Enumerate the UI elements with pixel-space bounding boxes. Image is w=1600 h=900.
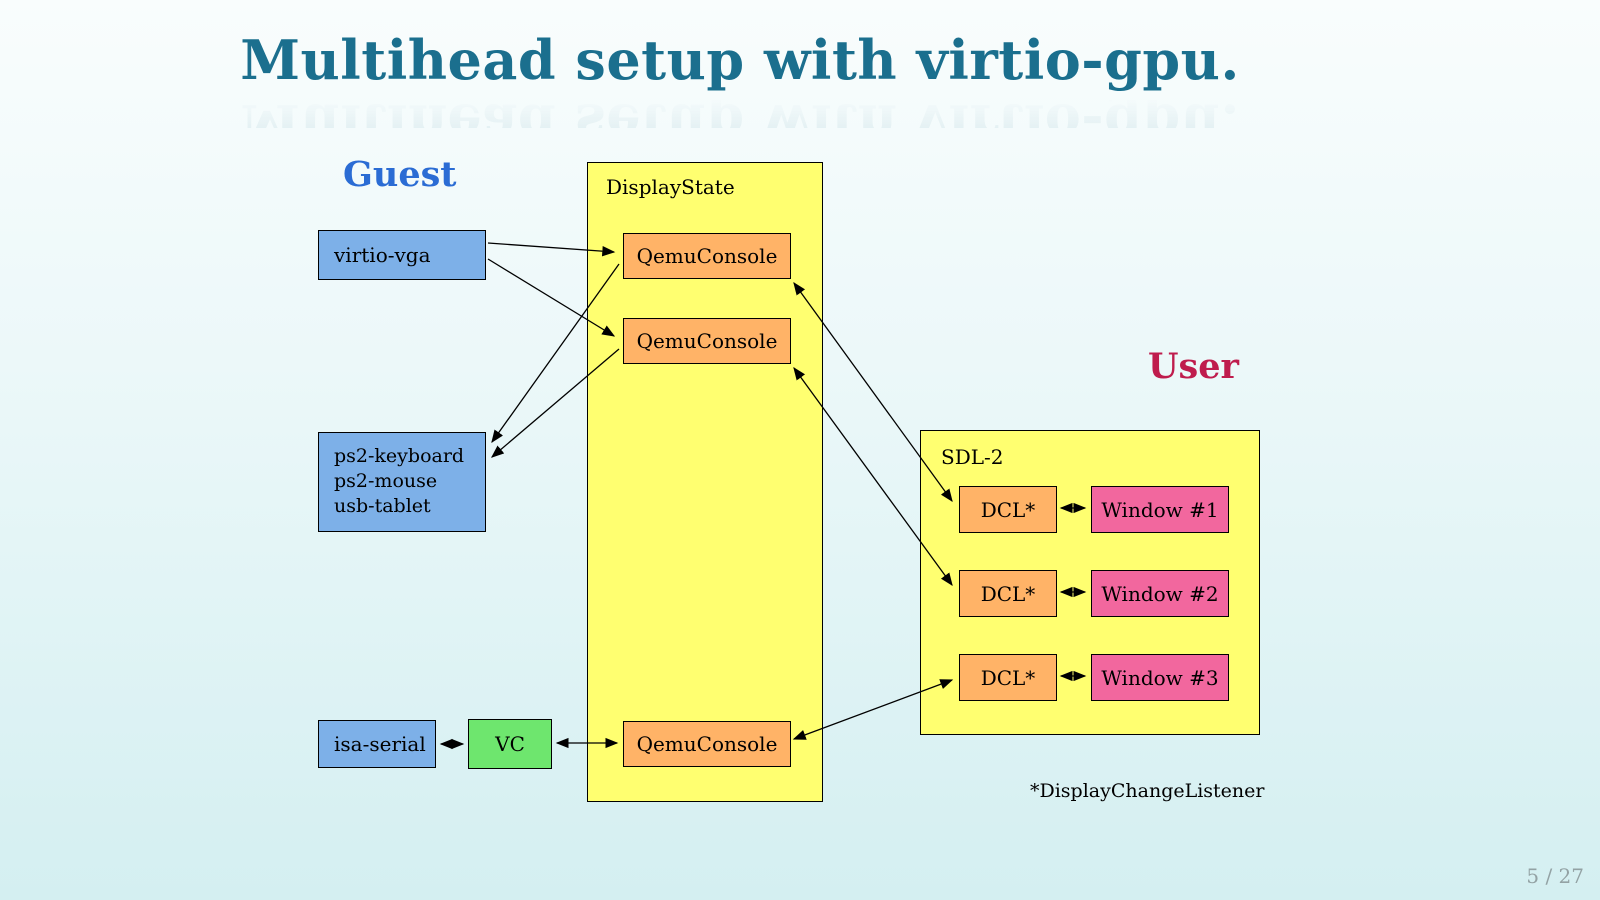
node-window-2: Window #2: [1091, 570, 1229, 617]
node-input-devices: ps2-keyboard ps2-mouse usb-tablet: [318, 432, 486, 532]
node-dcl-1: DCL*: [959, 486, 1057, 533]
footnote-displaychangelistener: *DisplayChangeListener: [1030, 780, 1265, 802]
node-window-3-label: Window #3: [1101, 665, 1219, 690]
node-window-2-label: Window #2: [1101, 581, 1219, 606]
node-qemuconsole-1-label: QemuConsole: [636, 244, 778, 268]
slide-title: Multihead setup with virtio-gpu.: [240, 28, 1240, 92]
input-device-usb-tablet: usb-tablet: [334, 495, 431, 517]
node-dcl-1-label: DCL*: [980, 497, 1036, 522]
node-window-3: Window #3: [1091, 654, 1229, 701]
node-virtio-vga: virtio-vga: [318, 230, 486, 280]
node-dcl-2-label: DCL*: [980, 581, 1036, 606]
node-isa-serial-label: isa-serial: [334, 732, 426, 756]
node-qemuconsole-2: QemuConsole: [623, 318, 791, 364]
page-number: 5 / 27: [1526, 864, 1584, 888]
node-dcl-3: DCL*: [959, 654, 1057, 701]
node-vc: VC: [468, 719, 552, 769]
title-reflection: Multihead setup with virtio-gpu.: [240, 92, 1240, 128]
node-window-1-label: Window #1: [1101, 497, 1219, 522]
node-dcl-3-label: DCL*: [980, 665, 1036, 690]
user-section-label: User: [1148, 346, 1239, 387]
input-device-ps2-mouse: ps2-mouse: [334, 470, 438, 492]
panel-displaystate-label: DisplayState: [606, 175, 735, 199]
node-qemuconsole-3-label: QemuConsole: [636, 732, 778, 756]
node-qemuconsole-1: QemuConsole: [623, 233, 791, 279]
title-reflection-clip: Multihead setup with virtio-gpu.: [0, 92, 1480, 128]
node-virtio-vga-label: virtio-vga: [334, 243, 431, 267]
input-device-ps2-keyboard: ps2-keyboard: [334, 445, 465, 467]
guest-section-label: Guest: [343, 154, 457, 195]
panel-sdl2-label: SDL-2: [941, 445, 1004, 469]
node-window-1: Window #1: [1091, 486, 1229, 533]
node-dcl-2: DCL*: [959, 570, 1057, 617]
panel-sdl2: SDL-2 DCL* DCL* DCL* Window #1 Window #2…: [920, 430, 1260, 735]
node-qemuconsole-2-label: QemuConsole: [636, 329, 778, 353]
node-qemuconsole-3: QemuConsole: [623, 721, 791, 767]
node-vc-label: VC: [495, 732, 525, 756]
panel-displaystate: DisplayState QemuConsole QemuConsole Qem…: [587, 162, 823, 802]
node-isa-serial: isa-serial: [318, 720, 436, 768]
